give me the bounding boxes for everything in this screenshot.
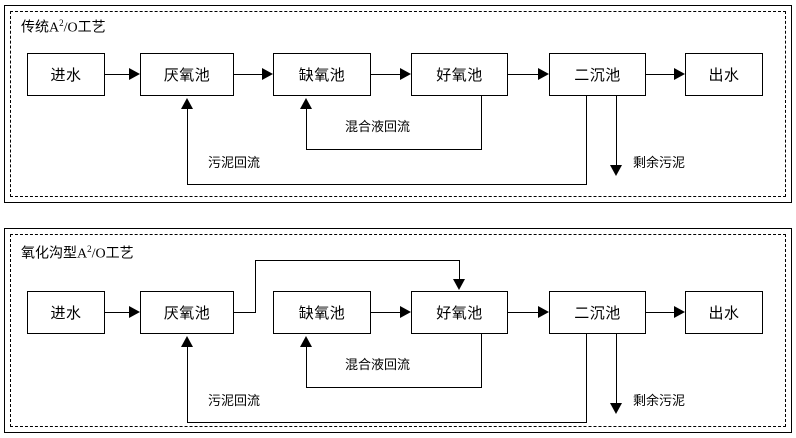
unit-box-influent[interactable]: 进水: [27, 53, 105, 96]
flow-label-mixed-liquor-return: 混合液回流: [345, 119, 411, 134]
unit-label-effluent: 出水: [708, 68, 740, 84]
unit-box-clarifier[interactable]: 二沉池: [549, 53, 646, 96]
unit-box-influent[interactable]: 进水: [27, 291, 105, 334]
arrowhead-anaerobic-bypass: [453, 279, 465, 290]
mixed-liquor-return-horizontal: [306, 149, 482, 150]
arrowhead-anoxic-aerobic: [400, 68, 411, 80]
arrowhead-influent-anaerobic: [129, 306, 140, 318]
unit-label-anaerobic: 厌氧池: [163, 306, 211, 322]
unit-box-aerobic[interactable]: 好氧池: [411, 291, 508, 334]
unit-box-anoxic[interactable]: 缺氧池: [273, 53, 371, 96]
waste-sludge-line: [616, 334, 617, 404]
panel-title-superscript: 2: [59, 18, 64, 28]
connector-clarifier-effluent: [646, 74, 674, 75]
arrowhead-anoxic-aerobic: [400, 306, 411, 318]
panel-title-prefix: 传统A: [21, 20, 60, 36]
arrowhead-clarifier-effluent: [674, 306, 685, 318]
mixed-liquor-return-horizontal: [306, 387, 482, 388]
connector-influent-anaerobic: [105, 74, 129, 75]
flow-label-sludge-return: 污泥回流: [208, 155, 261, 170]
sludge-return-up-leg: [187, 109, 188, 185]
arrowhead-clarifier-effluent: [674, 68, 685, 80]
unit-label-influent: 进水: [50, 68, 82, 84]
connector-aerobic-clarifier: [508, 312, 538, 313]
anaerobic-bypass-stub: [234, 312, 256, 313]
mixed-liquor-return-down-leg: [481, 334, 482, 387]
arrowhead-aerobic-clarifier: [538, 68, 549, 80]
anaerobic-bypass-up-leg: [255, 260, 256, 313]
flow-label-waste-sludge: 剩余污泥: [633, 155, 686, 170]
unit-label-clarifier: 二沉池: [574, 68, 621, 84]
connector-influent-anaerobic: [105, 312, 129, 313]
arrowhead-aerobic-clarifier: [538, 306, 549, 318]
panel-title-superscript: 2: [87, 244, 92, 254]
unit-label-effluent: 出水: [708, 306, 740, 322]
unit-label-clarifier: 二沉池: [574, 306, 621, 322]
flow-label-mixed-liquor-return: 混合液回流: [345, 357, 411, 372]
waste-sludge-line: [616, 96, 617, 166]
connector-anoxic-aerobic: [371, 312, 400, 313]
sludge-return-horizontal: [187, 422, 587, 423]
mixed-liquor-return-up-leg: [306, 109, 307, 150]
unit-label-anoxic: 缺氧池: [298, 68, 346, 84]
panel-conventional-process: 传统A2/O工艺 进水 厌氧池 缺氧池 好氧池 二沉池 出水 混合液回流 污泥回…: [4, 5, 792, 203]
unit-box-clarifier[interactable]: 二沉池: [549, 291, 646, 334]
anaerobic-bypass-horizontal: [255, 260, 459, 261]
unit-box-effluent[interactable]: 出水: [685, 291, 763, 334]
connector-clarifier-effluent: [646, 312, 674, 313]
sludge-return-horizontal: [187, 184, 587, 185]
unit-box-anaerobic[interactable]: 厌氧池: [140, 53, 234, 96]
unit-label-anaerobic: 厌氧池: [163, 68, 211, 84]
panel-title-oxidation-ditch: 氧化沟型A2/O工艺: [21, 245, 134, 262]
panel-title-suffix: /O工艺: [63, 20, 106, 36]
unit-label-aerobic: 好氧池: [436, 306, 483, 322]
connector-anaerobic-anoxic: [234, 74, 262, 75]
unit-box-aerobic[interactable]: 好氧池: [411, 53, 508, 96]
panel-oxidation-ditch-process: 氧化沟型A2/O工艺 进水 厌氧池 缺氧池 好氧池 二沉池 出水 混合液回流: [4, 228, 792, 433]
connector-anoxic-aerobic: [371, 74, 400, 75]
arrowhead-influent-anaerobic: [129, 68, 140, 80]
connector-aerobic-clarifier: [508, 74, 538, 75]
panel-title-prefix: 氧化沟型A: [21, 246, 88, 262]
mixed-liquor-return-up-leg: [306, 347, 307, 388]
unit-box-effluent[interactable]: 出水: [685, 53, 763, 96]
unit-box-anoxic[interactable]: 缺氧池: [273, 291, 371, 334]
unit-label-anoxic: 缺氧池: [298, 306, 346, 322]
arrowhead-mixed-liquor-return: [300, 336, 312, 347]
sludge-return-down-leg: [586, 96, 587, 184]
unit-label-influent: 进水: [50, 306, 82, 322]
panel-title-suffix: /O工艺: [91, 246, 134, 262]
arrowhead-sludge-return: [181, 336, 193, 347]
anaerobic-bypass-down-leg: [459, 260, 460, 280]
arrowhead-waste-sludge: [610, 403, 622, 414]
mixed-liquor-return-down-leg: [481, 96, 482, 149]
arrowhead-sludge-return: [181, 98, 193, 109]
flow-label-waste-sludge: 剩余污泥: [633, 393, 686, 408]
arrowhead-mixed-liquor-return: [300, 98, 312, 109]
flow-label-sludge-return: 污泥回流: [208, 393, 261, 408]
unit-label-aerobic: 好氧池: [436, 68, 483, 84]
sludge-return-up-leg: [187, 347, 188, 423]
panel-title-conventional: 传统A2/O工艺: [21, 19, 106, 36]
arrowhead-waste-sludge: [610, 165, 622, 176]
sludge-return-down-leg: [586, 334, 587, 422]
unit-box-anaerobic[interactable]: 厌氧池: [140, 291, 234, 334]
arrowhead-anaerobic-anoxic: [262, 68, 273, 80]
